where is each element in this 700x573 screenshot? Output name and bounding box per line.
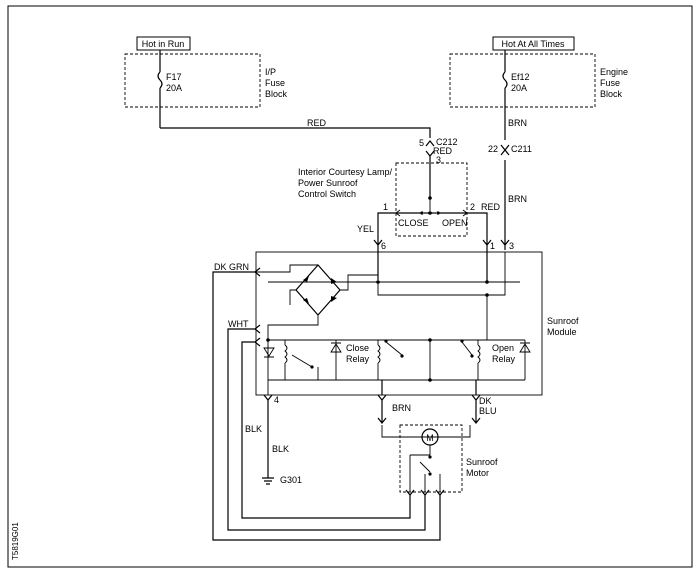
c211-label: C211 <box>511 144 532 154</box>
wire-dk-blu-2: BLU <box>479 406 497 416</box>
sunroof-module-label-2: Module <box>547 327 577 337</box>
module-pin-1: 1 <box>490 241 495 251</box>
engine-fuse-block-label-2: Fuse <box>600 78 620 88</box>
c212-label: C212 <box>436 137 458 147</box>
switch-title-2: Power Sunroof <box>298 178 358 188</box>
wire-wht: WHT <box>228 319 249 329</box>
yel-wire <box>377 212 385 252</box>
engine-fuse-block-label-3: Block <box>600 89 623 99</box>
ground-label: G301 <box>280 475 302 485</box>
engine-fuse-block-outline <box>449 53 596 108</box>
wire-dk-grn: DK GRN <box>214 262 249 272</box>
hot-in-run-label: Hot in Run <box>142 39 185 49</box>
hot-at-all-times-label-box <box>492 36 575 51</box>
wire-red-switch: RED <box>481 202 501 212</box>
diagram-frame <box>7 5 693 568</box>
switch-open-label: OPEN <box>442 218 468 228</box>
switch-outline <box>395 162 468 237</box>
fuse-f17-amps: 20A <box>166 83 182 93</box>
diode-left-icon <box>263 347 275 358</box>
c212-pin-top: 5 <box>419 138 424 148</box>
motor-label-1: Sunroof <box>466 457 498 467</box>
close-relay-label-1: Close <box>346 343 369 353</box>
module-pin-3: 3 <box>509 241 514 251</box>
wht-wire <box>227 328 426 531</box>
sunroof-module-outline <box>255 251 543 396</box>
wire-brn-top: BRN <box>508 118 527 128</box>
internal-relay-icon <box>284 344 288 364</box>
third-wire <box>241 341 411 519</box>
switch-close-label: CLOSE <box>398 218 429 228</box>
sunroof-control-switch: Interior Courtesy Lamp/ Power Sunroof Co… <box>298 162 478 237</box>
wire-red-top: RED <box>307 118 327 128</box>
ground-icon <box>262 477 274 485</box>
ip-fuse-block-outline <box>124 53 261 108</box>
c212-pin-bottom: 3 <box>436 155 441 165</box>
motor-label-2: Motor <box>466 468 489 478</box>
ip-fuse-block: Hot in Run F17 20A I/P Fuse Block <box>124 36 288 128</box>
wire-brn-motor: BRN <box>392 403 411 413</box>
engine-fuse-block-label-1: Engine <box>600 67 628 77</box>
wire-yel: YEL <box>357 224 374 234</box>
open-relay-label-2: Relay <box>492 354 516 364</box>
switch-pin-right: 2 <box>470 202 475 212</box>
sunroof-motor: M Sunroof Motor <box>381 424 498 496</box>
dk-grn-wire <box>212 271 441 541</box>
wire-dk-blu-1: DK <box>479 396 492 406</box>
open-relay-coil-icon <box>477 344 481 364</box>
ip-fuse-block-label-3: Block <box>265 89 288 99</box>
ip-fuse-block-label-1: I/P <box>265 67 276 77</box>
figure-id: T5819G01 <box>11 522 20 560</box>
fuse-ef12-amps: 20A <box>511 83 527 93</box>
fuse-ef12-name: Ef12 <box>511 72 530 82</box>
sunroof-module-label-1: Sunroof <box>547 316 579 326</box>
fuse-ef12-icon <box>502 71 508 89</box>
motor-symbol: M <box>426 433 434 443</box>
engine-fuse-block: Hot At All Times Ef12 20A Engine Fuse Bl… <box>449 36 628 140</box>
wire-blk-1: BLK <box>245 424 262 434</box>
bridge-rectifier-icon <box>295 264 341 316</box>
close-relay-label-2: Relay <box>346 354 370 364</box>
module-pin-4: 4 <box>274 395 279 405</box>
open-relay-label-1: Open <box>492 343 514 353</box>
fuse-f17-icon <box>157 71 163 89</box>
hot-in-run-label-box <box>136 36 191 51</box>
module-pin-6: 6 <box>381 241 386 251</box>
red-switch-wire <box>478 212 488 252</box>
switch-pin-left: 1 <box>383 202 388 212</box>
switch-title-3: Control Switch <box>298 189 356 199</box>
wire-blk-2: BLK <box>272 444 289 454</box>
motor-outline <box>399 424 463 493</box>
sunroof-module: Sunroof Module Close Relay <box>255 251 579 396</box>
ip-fuse-block-label-2: Fuse <box>265 78 285 88</box>
c211-pin: 22 <box>488 144 498 154</box>
wire-red-mid: RED <box>433 146 453 156</box>
wire-brn-mid: BRN <box>508 194 527 204</box>
switch-title-1: Interior Courtesy Lamp/ <box>298 167 393 177</box>
red-wire-feed <box>160 127 431 138</box>
fuse-f17-name: F17 <box>166 72 182 82</box>
c211-connector-icon <box>500 144 510 156</box>
close-relay-coil-icon <box>377 344 381 364</box>
hot-at-all-times-label: Hot At All Times <box>501 39 565 49</box>
